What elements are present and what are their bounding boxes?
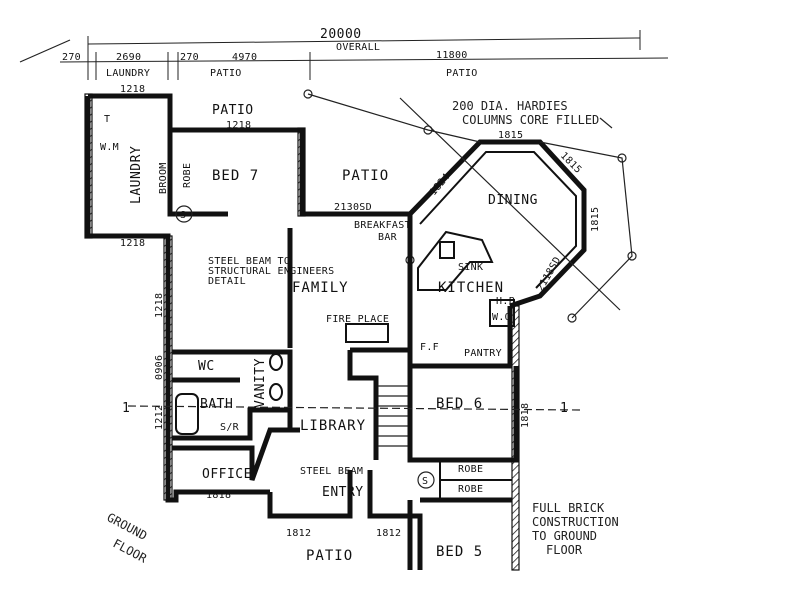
pencil-mark <box>19 39 71 63</box>
dim-1218-top: 1218 <box>120 84 145 95</box>
entry-walls <box>267 470 423 570</box>
overall-dim-label: OVERALL <box>336 42 380 53</box>
room-robe-bed7: ROBE <box>182 163 193 188</box>
room-robe-1: ROBE <box>458 464 483 475</box>
overall-dim-value: 20000 <box>320 27 362 42</box>
stair-treads <box>378 385 410 447</box>
s-mark-1: S <box>180 210 186 221</box>
dim-4970: 4970 <box>232 52 257 63</box>
note-ground: GROUND <box>105 510 150 543</box>
s-mark-2: S <box>422 476 428 487</box>
room-patio-top: PATIO <box>212 103 254 118</box>
room-vanity: VANITY <box>253 358 268 408</box>
room-sr: S/R <box>220 422 240 433</box>
dim-2690: 2690 <box>116 52 141 63</box>
room-patio-bottom: PATIO <box>306 548 353 564</box>
room-fireplace: FIRE PLACE <box>326 314 389 325</box>
office-walls <box>172 427 300 481</box>
dim-1812-b: 1812 <box>376 528 401 539</box>
dim-1815-top: 1815 <box>498 130 523 141</box>
room-library: LIBRARY <box>300 418 366 434</box>
basin-1 <box>269 353 283 371</box>
bed7-brick-right <box>297 127 306 217</box>
room-sink: SINK <box>458 262 483 273</box>
laundry-brick-left <box>84 93 93 239</box>
dining-bay-inner <box>419 151 577 289</box>
room-ff: F.F <box>420 342 439 353</box>
note-brick-3: TO GROUND <box>532 529 597 543</box>
dim-1218-bed7: 1218 <box>226 120 251 131</box>
dim-270-a: 270 <box>62 52 81 63</box>
room-wo: W.O <box>492 312 511 323</box>
kitchen-walls <box>407 214 513 369</box>
room-kitchen: KITCHEN <box>438 280 504 296</box>
dim-1212: 1212 <box>154 405 165 430</box>
dim-0906: 0906 <box>154 355 165 380</box>
room-bath: BATH <box>200 397 233 412</box>
dim-1218-side: 1218 <box>154 293 165 318</box>
west-brick-wall <box>163 235 173 501</box>
section-line <box>127 405 581 411</box>
room-bed6: BED 6 <box>436 396 483 412</box>
dim-patio-label-a: PATIO <box>210 68 242 79</box>
room-bed5: BED 5 <box>436 544 483 560</box>
room-breakfast: BREAKFAST <box>354 220 411 231</box>
smoke-detector-2 <box>417 471 435 489</box>
note-brick-4: FLOOR <box>546 543 583 557</box>
basin-2 <box>269 383 283 401</box>
room-entry: ENTRY <box>322 485 364 500</box>
note-hardies-1: 200 DIA. HARDIES <box>452 99 568 113</box>
dim-laundry-label: LAUNDRY <box>106 68 150 79</box>
patio-outline <box>307 93 633 319</box>
dim-1815-r2: 1815 <box>590 207 601 232</box>
note-hardies-2: COLUMNS CORE FILLED <box>462 113 599 127</box>
note-steel-beam-entry: STEEL BEAM <box>300 466 363 477</box>
note-brick-2: CONSTRUCTION <box>532 515 619 529</box>
room-laundry: LAUNDRY <box>129 146 144 204</box>
note-brick-1: FULL BRICK <box>532 501 605 515</box>
east-brick-wall <box>511 305 520 571</box>
room-pantry: PANTRY <box>464 348 502 359</box>
room-hp: H.P <box>496 296 515 307</box>
room-wc: WC <box>198 359 215 374</box>
room-wm: W.M <box>100 142 119 153</box>
sink-basin <box>439 241 455 259</box>
dim-1218-left: 1218 <box>120 238 145 249</box>
note-steel-beam-1: STEEL BEAM TO <box>208 256 290 267</box>
wet-area-walls <box>172 349 293 441</box>
section-mark-left: 1 <box>122 401 130 416</box>
note-hardies-arrow <box>599 117 613 129</box>
dim-1818-right: 1818 <box>520 403 531 428</box>
room-t: T <box>104 114 110 125</box>
room-bed7: BED 7 <box>212 168 259 184</box>
note-steel-beam-2: STRUCTURAL ENGINEERS <box>208 266 334 277</box>
fireplace <box>345 323 389 343</box>
room-dining: DINING <box>488 193 538 208</box>
patio-columns <box>303 89 637 323</box>
room-patio-mid: PATIO <box>342 168 389 184</box>
bed5-walls <box>407 497 512 570</box>
stair-walls <box>347 347 413 460</box>
room-office: OFFICE <box>202 467 252 482</box>
smoke-detector-1 <box>175 205 193 223</box>
room-broom: BROOM <box>158 162 169 194</box>
room-family: FAMILY <box>292 280 349 296</box>
overall-dimension-line <box>59 30 669 80</box>
room-bar: BAR <box>378 232 398 243</box>
dim-2130sd: 2130SD <box>334 202 372 213</box>
dim-1812-a: 1812 <box>286 528 311 539</box>
bathtub <box>175 393 199 435</box>
bed6-walls <box>407 366 519 463</box>
kitchen-bench <box>417 230 494 291</box>
section-mark-right: 1 <box>560 401 568 416</box>
dim-11800: 11800 <box>436 50 468 61</box>
room-robe-2: ROBE <box>458 484 483 495</box>
dim-patio-label-b: PATIO <box>446 68 478 79</box>
dim-270-b: 270 <box>180 52 199 63</box>
note-steel-beam-3: DETAIL <box>208 276 246 287</box>
dim-1818-bottom: 1818 <box>206 490 231 501</box>
